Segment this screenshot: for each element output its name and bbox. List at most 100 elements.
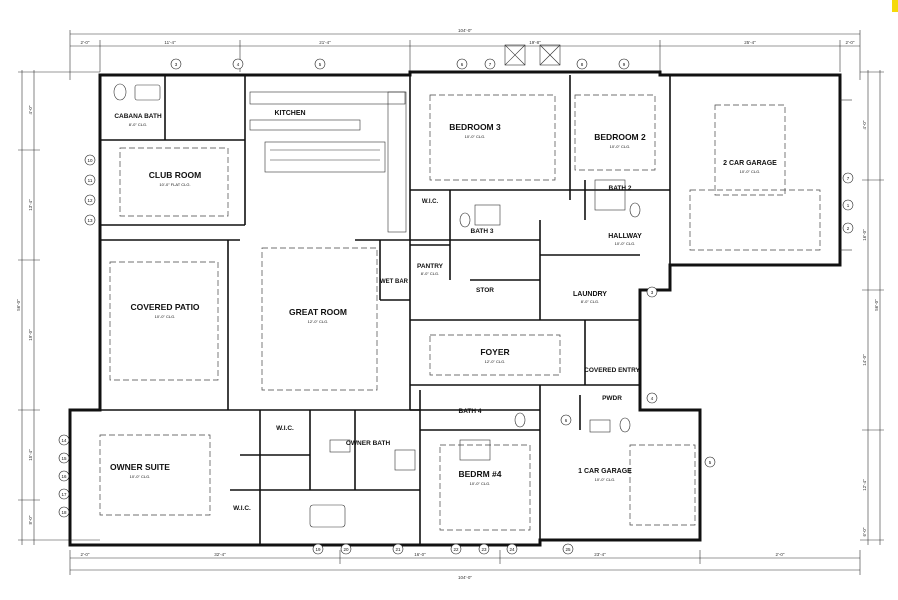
dim-bottom-5: 2'-0"	[776, 552, 785, 557]
grid-tag-left-11: 11	[88, 178, 93, 183]
room-covered-entry: COVERED ENTRY	[584, 367, 640, 374]
grid-tag-circle	[506, 543, 518, 555]
grid-tag-circle	[478, 543, 490, 555]
dim-left-overall: 56'-0"	[16, 299, 21, 311]
dim-left-5: 8'-0"	[28, 515, 33, 524]
grid-tag-right-3: 3	[651, 290, 654, 295]
dim-left-4: 15'-4"	[28, 449, 33, 461]
dim-bottom-1: 2'-0"	[81, 552, 90, 557]
grid-tag-circle	[314, 58, 326, 70]
grid-tag-top-7: 7	[489, 62, 492, 67]
grid-tag-right-2: 2	[847, 226, 850, 231]
grid-tag-circle	[58, 470, 70, 482]
grid-tag-circle	[84, 214, 96, 226]
room-foyer: FOYER	[480, 347, 509, 357]
room-wet-bar: WET BAR	[380, 279, 409, 285]
dim-right-overall: 56'-0"	[874, 299, 879, 311]
bath-fixtures	[113, 83, 641, 528]
dim-top-overall: 104'-0"	[458, 28, 472, 33]
room-pantry: PANTRY	[417, 263, 444, 270]
room-owner-suite: OWNER SUITE	[110, 462, 170, 472]
room-pwdr: PWDR	[602, 395, 622, 402]
room-wic-1: W.I.C.	[422, 199, 439, 205]
grid-tag-circle	[576, 58, 588, 70]
grid-tags-left: 10 11 12 13 14 15 16 17 18	[58, 154, 96, 518]
grid-tag-left-10: 10	[87, 158, 93, 163]
room-hallway-clg: 10'-0" CLG.	[615, 241, 636, 246]
grid-tag-top-8: 8	[581, 62, 584, 67]
grid-tag-bottom-19: 19	[315, 547, 321, 552]
room-great-room-clg: 12'-0" CLG.	[308, 319, 329, 324]
dim-right-3: 14'-0"	[862, 354, 867, 366]
grid-tag-top-6: 6	[461, 62, 464, 67]
room-kitchen: KITCHEN	[274, 110, 305, 117]
room-covered-patio-clg: 10'-0" CLG.	[155, 314, 176, 319]
room-stor: STOR	[476, 287, 494, 294]
grid-tags-bottom: 19 20 21 22 23 24 25	[312, 543, 574, 555]
room-bedrm-4-clg: 10'-0" CLG.	[470, 481, 491, 486]
grid-tag-left-18: 18	[61, 510, 67, 515]
room-bedroom-3: BEDROOM 3	[449, 122, 501, 132]
room-club-room-clg: 10'-0" FLAT CLG.	[159, 182, 190, 187]
room-bath-4: BATH 4	[459, 408, 482, 415]
room-hallway: HALLWAY	[608, 233, 642, 240]
kitchen-counters	[249, 91, 407, 233]
room-bedrm-4: BEDRM #4	[459, 469, 502, 479]
dim-top-5: 25'-4"	[744, 40, 756, 45]
grid-tag-top-9: 9	[623, 62, 626, 67]
grid-tag-right-7: 7	[847, 176, 850, 181]
room-bath-3: BATH 3	[471, 228, 494, 235]
dim-right-4: 12'-4"	[862, 479, 867, 491]
corner-marker	[892, 0, 898, 12]
grid-tag-circle	[560, 414, 572, 426]
grid-tag-left-13: 13	[87, 218, 93, 223]
dim-bottom-2: 32'-4"	[214, 552, 226, 557]
dim-top-6: 2'-0"	[846, 40, 855, 45]
grid-tags-right: 1 2 3 4 5 6 7	[560, 172, 854, 468]
grid-tag-top-5: 5	[319, 62, 322, 67]
grid-tag-left-17: 17	[61, 492, 67, 497]
grid-tag-bottom-21: 21	[395, 547, 401, 552]
grid-tag-bottom-24: 24	[509, 547, 515, 552]
grid-tag-right-6: 6	[565, 418, 568, 423]
room-1-car-garage: 1 CAR GARAGE	[578, 468, 632, 475]
dim-top-2: 11'-4"	[164, 40, 176, 45]
grid-tag-bottom-20: 20	[343, 547, 349, 552]
grid-tag-circle	[646, 286, 658, 298]
grid-tag-right-5: 5	[709, 460, 712, 465]
room-laundry-clg: 8'-0" CLG.	[581, 299, 599, 304]
dim-bottom-overall: 104'-0"	[458, 575, 472, 580]
grid-tag-bottom-23: 23	[481, 547, 487, 552]
dim-right-2: 16'-0"	[862, 229, 867, 241]
grid-tag-right-4: 4	[651, 396, 654, 401]
grid-tag-bottom-22: 22	[453, 547, 459, 552]
room-great-room: GREAT ROOM	[289, 307, 347, 317]
grid-tag-bottom-25: 25	[565, 547, 571, 552]
room-covered-patio: COVERED PATIO	[130, 302, 199, 312]
room-bedroom-3-clg: 10'-0" CLG.	[465, 134, 486, 139]
grid-tag-circle	[232, 58, 244, 70]
room-bedroom-2: BEDROOM 2	[594, 132, 646, 142]
grid-tag-circle	[58, 434, 70, 446]
grid-tag-circle	[84, 154, 96, 166]
room-owner-suite-clg: 10'-0" CLG.	[130, 474, 151, 479]
grid-tag-top-4: 4	[237, 62, 240, 67]
exterior-walls	[68, 70, 842, 547]
room-2-car-garage-clg: 10'-0" CLG.	[740, 169, 761, 174]
room-club-room: CLUB ROOM	[149, 170, 201, 180]
grid-tag-circle	[562, 543, 574, 555]
dim-top-3: 21'-4"	[319, 40, 331, 45]
grid-tag-circle	[84, 174, 96, 186]
grid-tag-top-3: 3	[175, 62, 178, 67]
grid-tag-circle	[484, 58, 496, 70]
room-foyer-clg: 12'-0" CLG.	[485, 359, 506, 364]
room-cabana-bath: CABANA BATH	[114, 113, 162, 120]
grid-tags-top: 3 4 5 6 7 8 9	[170, 58, 630, 70]
dim-top-1: 2'-0"	[81, 40, 90, 45]
grid-tag-left-15: 15	[61, 456, 67, 461]
grid-tag-circle	[618, 58, 630, 70]
grid-tag-circle	[842, 172, 854, 184]
dim-left-2: 13'-4"	[28, 199, 33, 211]
grid-tag-circle	[456, 58, 468, 70]
